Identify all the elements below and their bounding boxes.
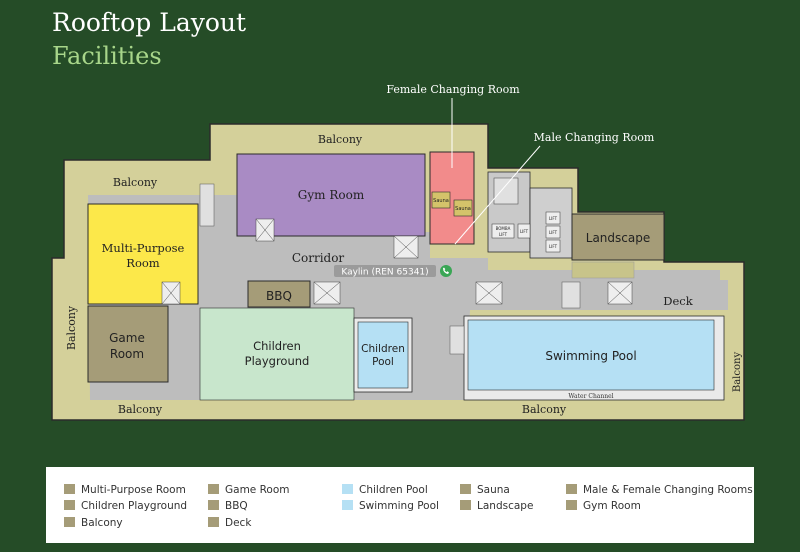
balcony-right-label: Balcony (732, 352, 743, 393)
phone-icon[interactable] (440, 265, 452, 277)
page-title: Rooftop Layout (52, 8, 247, 37)
lift-3 (545, 239, 561, 253)
legend-swatch (64, 500, 75, 510)
legend-swatch (566, 484, 577, 494)
lift-2-label: LIFT (549, 230, 558, 235)
lift-2 (545, 225, 561, 239)
pool-steps (449, 325, 465, 355)
children-playground (199, 307, 355, 401)
bbq-label: BBQ (266, 289, 292, 303)
sauna-label-2: Sauna (455, 206, 471, 212)
landscape-area (571, 213, 665, 261)
stairs-right (561, 281, 581, 309)
legend-item-children-pool: Children Pool (342, 484, 428, 496)
legend-item-playground: Children Playground (64, 500, 187, 512)
legend-swatch (208, 484, 219, 494)
water-channel-label: Water Channel (568, 393, 613, 400)
legend-item-sauna: Sauna (460, 484, 510, 496)
balcony-left-label: Balcony (65, 305, 78, 350)
legend-swatch (342, 500, 353, 510)
children-pool-label-1: Children (361, 343, 405, 355)
corridor-label: Corridor (292, 251, 345, 265)
stairs-left (199, 183, 215, 227)
toilet-6-mark (607, 281, 633, 305)
legend-swatch (342, 484, 353, 494)
bbq-area (247, 280, 311, 308)
legend-swatch (208, 500, 219, 510)
toilet-4-mark (313, 281, 341, 305)
legend-item-landscape: Landscape (460, 500, 533, 512)
stairs-block (493, 177, 519, 205)
lift-3-label: LIFT (549, 244, 558, 249)
legend-swatch (208, 517, 219, 527)
page-subtitle: Facilities (52, 42, 162, 70)
male-changing-callout: Male Changing Room (534, 131, 655, 144)
toilet-1-mark (255, 218, 275, 242)
lift-4 (517, 223, 531, 239)
multi-purpose-label-1: Multi-Purpose (102, 241, 185, 255)
legend-item-swimming-pool: Swimming Pool (342, 500, 439, 512)
legend-item-bbq: BBQ (208, 500, 248, 512)
male-changing-leader (454, 145, 541, 245)
legend-item-gym: Gym Room (566, 500, 641, 512)
legend-item-balcony: Balcony (64, 517, 123, 529)
balcony-top-label: Balcony (318, 133, 363, 146)
children-pool (357, 321, 409, 389)
balcony-bottom-right-label: Balcony (522, 403, 567, 416)
swimming-pool (467, 319, 715, 391)
legend-swatch (566, 500, 577, 510)
sauna-label-1: Sauna (433, 198, 449, 204)
phone-glyph (443, 267, 449, 274)
lift-1 (545, 211, 561, 225)
fire-lift (491, 223, 515, 239)
playground-label-2: Playground (245, 354, 310, 368)
bomba-label: BOMBA (496, 226, 511, 231)
female-changing-room (429, 151, 475, 245)
swimming-pool-label: Swimming Pool (545, 349, 636, 363)
lift-4-label: LIFT (520, 229, 529, 234)
legend-swatch (64, 484, 75, 494)
legend-item-game: Game Room (208, 484, 290, 496)
legend-swatch (460, 500, 471, 510)
location-marker-label[interactable]: Kaylin (REN 65341) (341, 268, 428, 278)
lift-1-label: LIFT (549, 216, 558, 221)
deck-label: Deck (663, 294, 693, 308)
location-marker-label-bg[interactable] (334, 265, 436, 277)
legend-swatch (460, 484, 471, 494)
toilet-5-mark (475, 281, 503, 305)
sauna-room-1 (431, 191, 451, 209)
game-room-label-1: Game (109, 331, 145, 345)
game-room-label-2: Room (110, 347, 144, 361)
female-changing-callout: Female Changing Room (386, 83, 520, 96)
legend-panel: Multi-Purpose Room Children Playground B… (46, 467, 754, 543)
sauna-room-2 (453, 199, 473, 217)
legend-item-multipurpose: Multi-Purpose Room (64, 484, 186, 496)
landscape-label: Landscape (586, 231, 650, 245)
game-room (87, 305, 169, 383)
legend-item-deck: Deck (208, 517, 251, 529)
playground-label-1: Children (253, 339, 301, 353)
multi-purpose-label-2: Room (126, 256, 160, 270)
legend-item-changing: Male & Female Changing Rooms (566, 484, 753, 496)
balcony-upper-left-label: Balcony (113, 176, 158, 189)
fire-lift-label: LIFT (499, 232, 508, 237)
gym-room-label: Gym Room (298, 188, 365, 202)
legend-swatch (64, 517, 75, 527)
children-pool-label-2: Pool (372, 356, 394, 368)
balcony-bottom-left-label: Balcony (118, 403, 163, 416)
toilet-2-mark (393, 235, 419, 259)
toilet-3-mark (161, 281, 181, 305)
planter-strip (571, 261, 635, 279)
